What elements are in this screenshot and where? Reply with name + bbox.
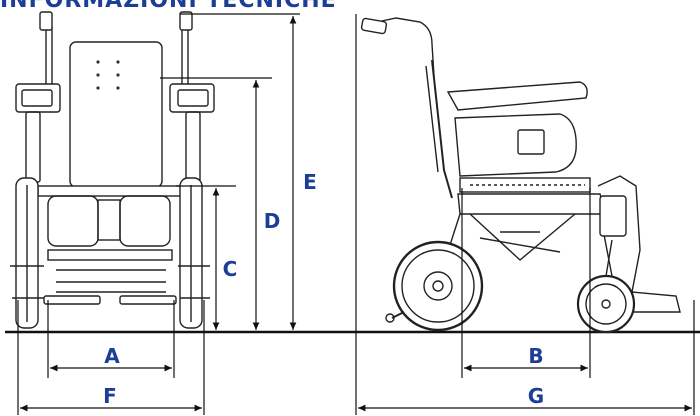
dimension-label-c: C: [223, 257, 238, 281]
dimension-label-e: E: [303, 170, 317, 194]
dimension-label-a: A: [104, 344, 120, 368]
side-view-wheelchair: [360, 17, 681, 334]
section-title: INFORMAZIONI TECNICHE: [0, 0, 337, 13]
dimension-label-d: D: [264, 209, 281, 233]
dimension-label-b: B: [528, 344, 543, 368]
dimension-label-f: F: [103, 384, 117, 408]
dimension-label-g: G: [528, 384, 544, 408]
dimension-lines: [17, 13, 695, 415]
front-view-wheelchair: [10, 11, 215, 329]
